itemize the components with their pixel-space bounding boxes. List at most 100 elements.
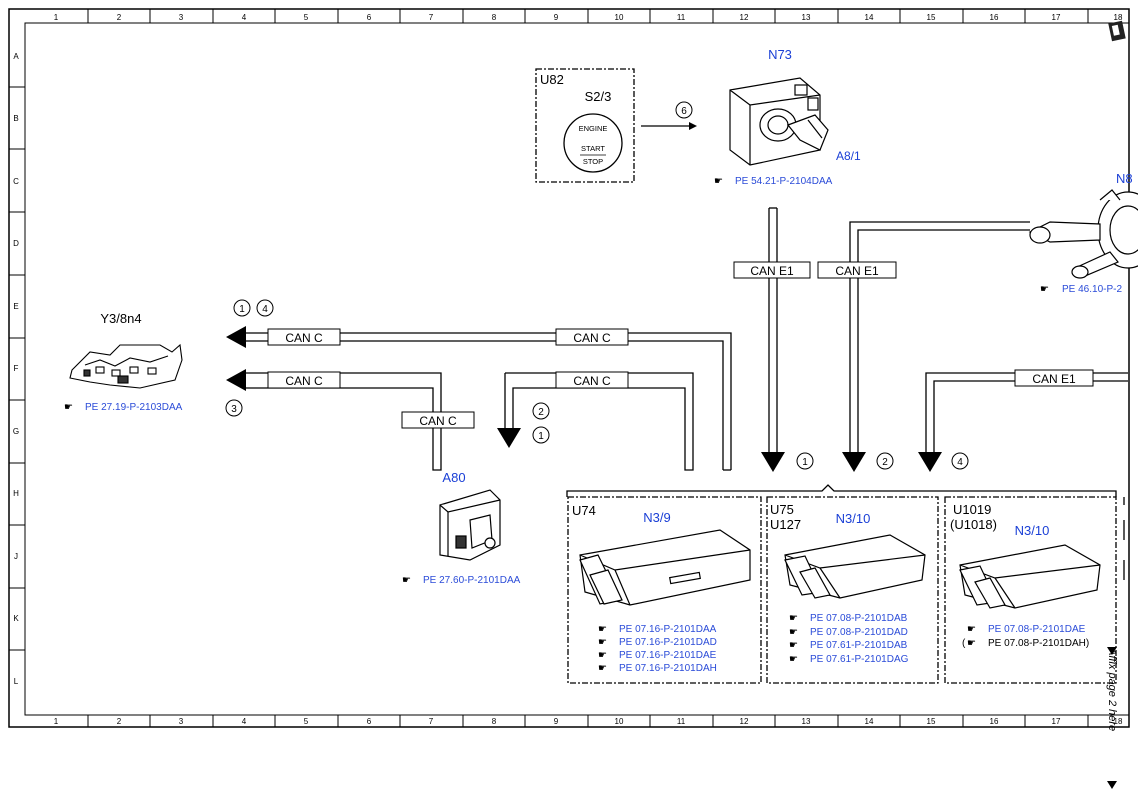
col-number: 1 [54, 13, 59, 22]
ref-text: PE 07.08-P-2101DAB [810, 613, 908, 624]
ref-pe-54-21[interactable]: ☛ PE 54.21-P-2104DAA [714, 176, 833, 187]
col-number: 6 [367, 13, 372, 22]
arrow-down-can-e1-3 [918, 452, 942, 472]
col-number: 11 [677, 717, 686, 726]
column-numbers-bottom: 1 2 3 4 5 6 7 8 9 10 11 12 13 14 15 16 1… [54, 717, 1123, 726]
col-number: 16 [990, 717, 999, 726]
u127-label: U127 [770, 517, 801, 532]
can-c-text: CAN C [419, 414, 457, 428]
ref-pe-46-10[interactable]: ☛ PE 46.10-P-2 [1040, 284, 1122, 295]
ref-link[interactable]: ☛ PE 07.16-P-2101DAH [598, 663, 717, 674]
engine-start-stop-button[interactable]: ENGINE START STOP [563, 113, 623, 173]
marker-2-text: 2 [882, 457, 888, 468]
ref-link[interactable]: ☛ PE 07.08-P-2101DAD [789, 627, 908, 638]
u75-group: U75 U127 N3/10 ☛PE 07.08-P-2101DAB ☛PE 0… [766, 496, 939, 684]
n8-group: N8 ☛ PE 46.10-P-2 [1028, 171, 1138, 295]
can-e1-text: CAN E1 [750, 264, 794, 278]
col-number: 13 [802, 717, 811, 726]
triangle-icon [1107, 647, 1117, 655]
column-numbers-top: 1 2 3 4 5 6 7 8 9 10 11 12 13 14 15 16 1… [54, 13, 1123, 22]
n8-ref-text: PE 46.10-P-2 [1062, 284, 1122, 295]
row-letter: D [13, 239, 19, 248]
hand-pointer-icon: ☛ [789, 613, 798, 624]
ref-link[interactable]: ☛ PE 07.61-P-2101DAG [789, 654, 909, 665]
hand-pointer-icon: ☛ [789, 654, 798, 665]
can-c-label: CAN C [267, 371, 341, 389]
arrow-down-can-e1-1 [761, 452, 785, 472]
ref-list: ☛PE 07.08-P-2101DAB ☛PE 07.08-P-2101DAD … [789, 613, 909, 665]
a81-label: A8/1 [836, 149, 861, 163]
marker-3-text: 3 [231, 404, 237, 415]
n73-label: N73 [768, 47, 792, 62]
row-letter: F [14, 364, 19, 373]
ref-text: PE 07.16-P-2101DAD [619, 637, 717, 648]
col-number: 15 [927, 13, 936, 22]
marker-2 [532, 402, 550, 420]
row-letter: A [13, 52, 19, 61]
marker-6 [675, 101, 693, 119]
can-c-text: CAN C [573, 331, 611, 345]
ref-link[interactable]: ☛PE 07.08-P-2101DAE [967, 624, 1086, 635]
ref-text: PE 07.16-P-2101DAE [619, 650, 717, 661]
ref-link[interactable]: ☛PE 07.61-P-2101DAB [789, 640, 908, 651]
n73-group: N73 A8/1 ☛ PE 54.21-P-2104DAA [714, 47, 861, 187]
y3-group: Y3/8n4 ☛ PE 27.19-P-2103DAA [64, 311, 183, 413]
u1018-label: (U1018) [950, 517, 997, 532]
ecu-bracket [566, 484, 1117, 497]
engine-control-unit-icon [579, 529, 751, 606]
col-number: 2 [117, 13, 122, 22]
can-e1-label: CAN E1 [817, 261, 897, 279]
ref-text: PE 07.08-P-2101DAD [810, 627, 908, 638]
can-e1-text: CAN E1 [835, 264, 879, 278]
col-number: 3 [179, 717, 184, 726]
ref-pe-27-60[interactable]: ☛ PE 27.60-P-2101DAA [402, 575, 521, 586]
ref-pe-27-19[interactable]: ☛ PE 27.19-P-2103DAA [64, 402, 183, 413]
hand-pointer-icon: ☛ [598, 663, 607, 674]
col-number: 12 [740, 717, 749, 726]
u75-label: U75 [770, 502, 794, 517]
col-number: 14 [865, 13, 874, 22]
can-c-wiring [245, 332, 732, 471]
u74-label: U74 [572, 503, 596, 518]
u82-group: U82 S2/3 ENGINE START STOP 6 [535, 68, 697, 183]
a80-label: A80 [442, 470, 465, 485]
marker-6-text: 6 [681, 106, 687, 117]
col-number: 17 [1052, 13, 1061, 22]
row-letters: A B C D E F G H J K L [13, 52, 19, 686]
marker-1-text: 1 [239, 304, 245, 315]
can-e1-text: CAN E1 [1032, 372, 1076, 386]
engine-control-unit-icon [784, 534, 926, 599]
triangle-icon [1107, 781, 1117, 789]
marker-4-text: 4 [957, 457, 963, 468]
ref-text: PE 07.61-P-2101DAB [810, 640, 908, 651]
hand-pointer-icon: ☛ [967, 638, 976, 649]
can-e1-label: CAN E1 [733, 261, 811, 279]
row-letter: J [14, 552, 18, 561]
can-c-label: CAN C [555, 328, 629, 346]
ref-link[interactable]: ☛PE 07.16-P-2101DAA [598, 624, 717, 635]
col-number: 4 [242, 13, 247, 22]
can-e1-wiring [768, 207, 1128, 452]
hand-pointer-icon: ☛ [64, 402, 73, 413]
ref-link[interactable]: ( ☛ PE 07.08-P-2101DAH) [962, 638, 1089, 649]
column-grid [9, 9, 1089, 727]
button-engine-text: ENGINE [579, 124, 608, 133]
col-number: 2 [117, 717, 122, 726]
ref-text: PE 07.16-P-2101DAH [619, 663, 717, 674]
ref-link[interactable]: ☛PE 07.16-P-2101DAD [598, 637, 717, 648]
ignition-switch-icon [729, 77, 829, 166]
ref-link[interactable]: ☛ PE 07.08-P-2101DAB [789, 613, 908, 624]
row-letter: K [13, 614, 19, 623]
col-number: 15 [927, 717, 936, 726]
col-number: 17 [1052, 717, 1061, 726]
hand-pointer-icon: ☛ [789, 627, 798, 638]
col-number: 10 [615, 13, 624, 22]
n73-ref-text: PE 54.21-P-2104DAA [735, 176, 833, 187]
col-number: 1 [54, 717, 59, 726]
row-letter: G [13, 427, 19, 436]
ref-text: PE 07.61-P-2101DAG [810, 654, 909, 665]
ref-link[interactable]: ☛PE 07.16-P-2101DAE [598, 650, 717, 661]
steering-column-module-icon [1028, 189, 1138, 279]
n310-label: N3/10 [836, 511, 871, 526]
